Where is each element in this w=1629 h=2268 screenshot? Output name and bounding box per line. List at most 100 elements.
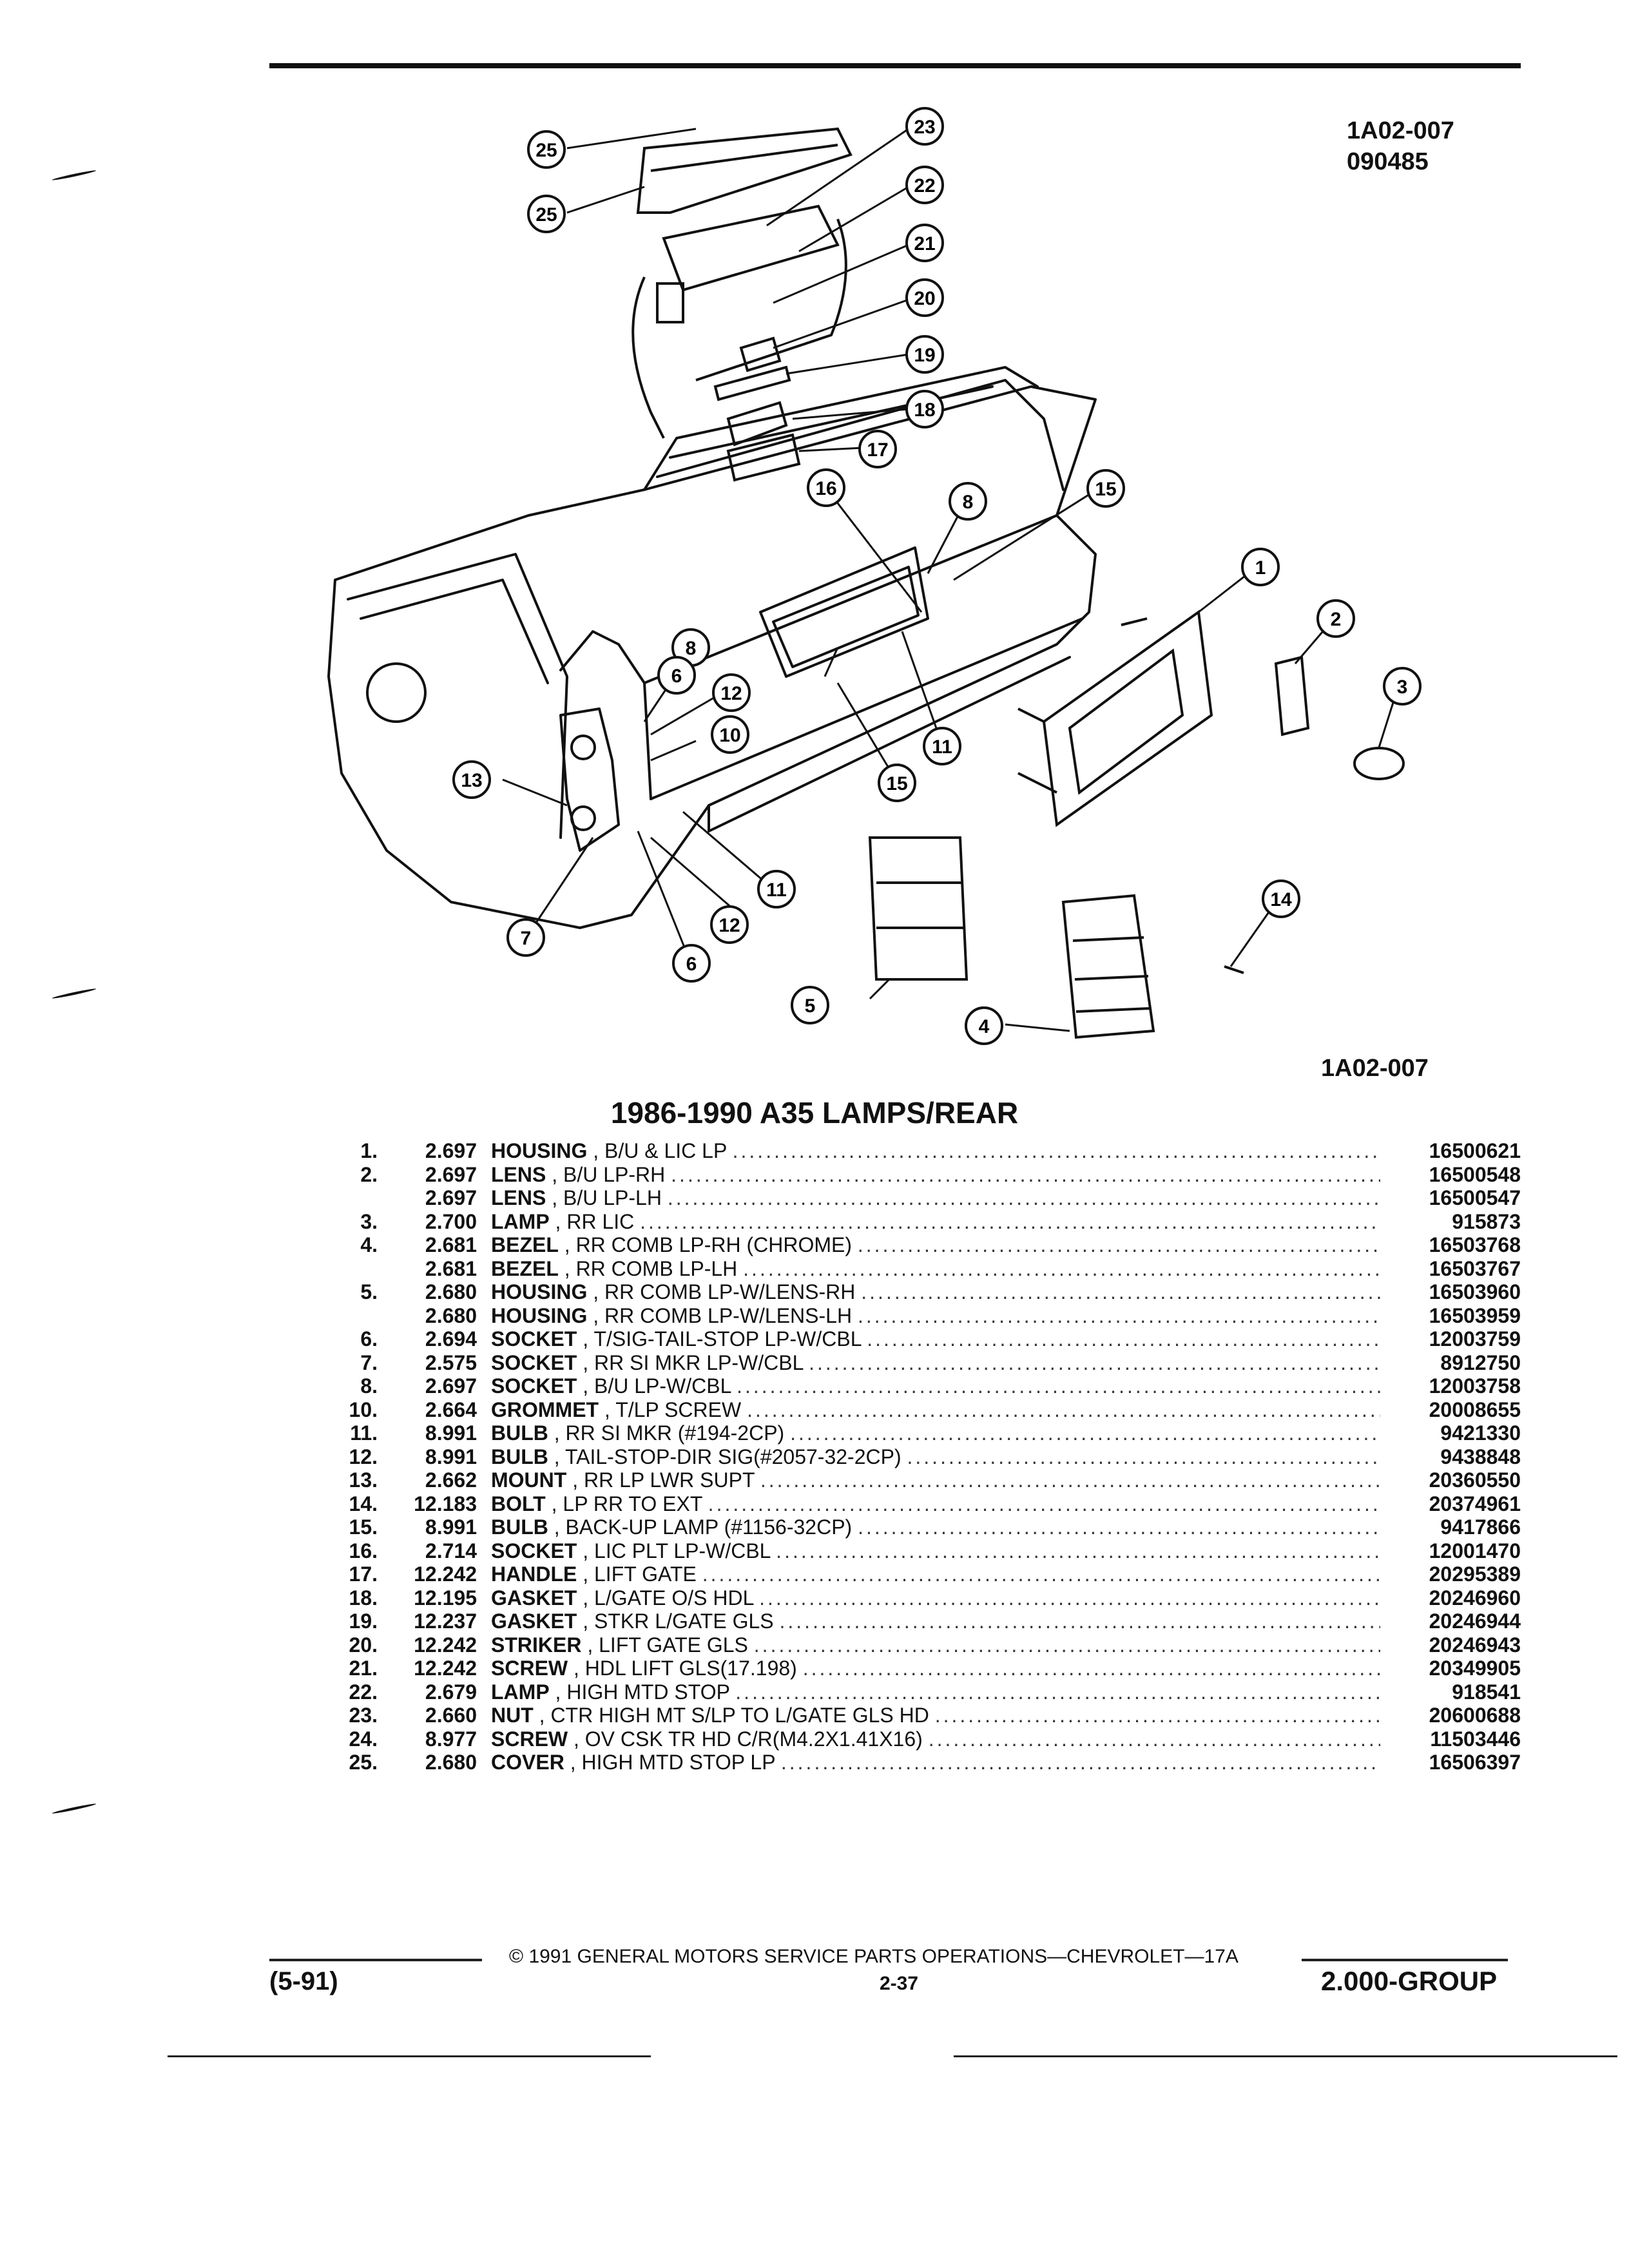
leader-dots: ........................................… xyxy=(735,1680,1380,1704)
group-number: 2.700 xyxy=(425,1209,477,1233)
part-ref-number: 11. xyxy=(350,1421,378,1445)
part-name: GASKET xyxy=(491,1610,577,1633)
part-description: HOUSING , RR COMB LP-W/LENS-RH .........… xyxy=(491,1280,1380,1304)
leader-dots: ........................................… xyxy=(640,1209,1380,1233)
top-rule xyxy=(269,63,1521,68)
vehicle-rear-outline xyxy=(327,366,1097,929)
part-ref-number: 16. xyxy=(349,1539,378,1562)
group-number: 2.664 xyxy=(425,1398,477,1421)
part-detail: , B/U LP-LH xyxy=(552,1186,662,1209)
group-number: 2.680 xyxy=(425,1751,477,1774)
exploded-parts-diagram: 25 25 23 22 21 20 19 18 17 16 8 15 1 2 3… xyxy=(327,107,1422,1045)
bottom-rule-right xyxy=(954,2055,1617,2057)
part-name: SCREW xyxy=(491,1727,568,1751)
group-number: 12.242 xyxy=(414,1633,477,1657)
part-number: 16506397 xyxy=(1429,1751,1521,1774)
part-name: BULB xyxy=(491,1515,548,1539)
part-ref-number: 4. xyxy=(360,1233,378,1256)
part-description: SCREW , OV CSK TR HD C/R(M4.2X1.41X16) .… xyxy=(491,1727,1380,1751)
group-number: 8.991 xyxy=(425,1421,477,1445)
svg-text:11: 11 xyxy=(932,736,952,758)
leader-dots: ........................................… xyxy=(760,1468,1380,1492)
part-number: 16503960 xyxy=(1429,1280,1521,1303)
part-detail: , RR COMB LP-LH xyxy=(564,1256,738,1280)
part-number: 16500547 xyxy=(1429,1186,1521,1209)
leader-dots: ........................................… xyxy=(780,1751,1380,1774)
svg-text:13: 13 xyxy=(461,770,482,791)
part-detail: , TAIL-STOP-DIR SIG(#2057-32-2CP) xyxy=(554,1445,901,1468)
part-number: 9417866 xyxy=(1440,1515,1521,1539)
part-ref-number: 8. xyxy=(360,1374,378,1398)
svg-text:12: 12 xyxy=(718,915,740,936)
part-number: 20374961 xyxy=(1429,1492,1521,1515)
part-ref-number: 14. xyxy=(349,1492,378,1515)
part-ref-number: 3. xyxy=(360,1209,378,1233)
part-description: LAMP , RR LIC ..........................… xyxy=(491,1210,1380,1234)
part-detail: , LP RR TO EXT xyxy=(551,1492,702,1515)
part-name: BOLT xyxy=(491,1492,546,1515)
group-number: 12.183 xyxy=(414,1492,477,1515)
svg-text:16: 16 xyxy=(815,478,836,499)
part-description: LENS , B/U LP-RH .......................… xyxy=(491,1163,1380,1187)
callout-8-upper: 8 xyxy=(949,482,987,521)
part-description: SOCKET , LIC PLT LP-W/CBL ..............… xyxy=(491,1539,1380,1563)
part-detail: , RR SI MKR (#194-2CP) xyxy=(554,1421,785,1445)
callout-15-lower: 15 xyxy=(878,764,916,802)
group-number: 2.679 xyxy=(425,1680,477,1704)
part-ref-number: 22. xyxy=(349,1680,378,1704)
leader-dots: ........................................… xyxy=(934,1704,1380,1727)
svg-text:8: 8 xyxy=(686,638,697,659)
part-number: 12003759 xyxy=(1429,1327,1521,1350)
part-name: GROMMET xyxy=(491,1398,599,1421)
bottom-rule-left xyxy=(168,2055,651,2057)
part-ref-number: 12. xyxy=(349,1445,378,1468)
svg-text:11: 11 xyxy=(766,879,787,901)
callout-11-right: 11 xyxy=(923,727,961,765)
group-number: 2.660 xyxy=(425,1704,477,1727)
part-number: 20008655 xyxy=(1429,1398,1521,1421)
leader-dots: ........................................… xyxy=(907,1445,1381,1468)
callout-25: 25 xyxy=(527,195,566,233)
callout-markers: 25 25 23 22 21 20 19 18 17 16 8 15 1 2 3… xyxy=(452,107,1422,1045)
part-ref-number: 18. xyxy=(349,1586,378,1610)
callout-12-lower: 12 xyxy=(710,905,749,944)
part-description: BULB , TAIL-STOP-DIR SIG(#2057-32-2CP) .… xyxy=(491,1445,1380,1469)
part-detail: , LIC PLT LP-W/CBL xyxy=(583,1539,771,1562)
part-description: BEZEL , RR COMB LP-RH (CHROME) .........… xyxy=(491,1233,1380,1257)
part-detail: , HIGH MTD STOP xyxy=(555,1680,730,1704)
gasket-handle xyxy=(726,401,788,447)
part-name: HOUSING xyxy=(491,1139,588,1162)
license-lamp xyxy=(1353,747,1405,780)
part-description: BULB , RR SI MKR (#194-2CP) ............… xyxy=(491,1421,1380,1445)
part-description: SOCKET , T/SIG-TAIL-STOP LP-W/CBL ......… xyxy=(491,1327,1380,1351)
part-description: SCREW , HDL LIFT GLS(17.198) ...........… xyxy=(491,1657,1380,1680)
group-number: 8.991 xyxy=(425,1445,477,1468)
leader-dots: ........................................… xyxy=(858,1515,1380,1539)
part-detail: , L/GATE O/S HDL xyxy=(583,1586,754,1610)
leader-dots: ........................................… xyxy=(857,1233,1380,1256)
part-description: BOLT , LP RR TO EXT ....................… xyxy=(491,1492,1380,1516)
svg-text:1: 1 xyxy=(1255,557,1266,579)
footer-rule-left xyxy=(269,1959,482,1961)
svg-text:20: 20 xyxy=(914,288,935,309)
callout-18: 18 xyxy=(905,390,944,428)
group-number: 12.237 xyxy=(414,1610,477,1633)
part-row: 12. 8.991 BULB , TAIL-STOP-DIR SIG(#2057-3… xyxy=(322,1445,1521,1469)
part-detail: , HDL LIFT GLS(17.198) xyxy=(574,1657,797,1680)
part-ref-number: 21. xyxy=(349,1657,378,1680)
page-number: 2-37 xyxy=(880,1973,919,1994)
leader-dots: ........................................… xyxy=(702,1562,1380,1586)
group-number: 2.697 xyxy=(425,1162,477,1186)
part-ref-number: 19. xyxy=(349,1610,378,1633)
part-description: GASKET , STKR L/GATE GLS ...............… xyxy=(491,1610,1380,1633)
part-name: HOUSING xyxy=(491,1303,588,1327)
group-number: 12.242 xyxy=(414,1562,477,1586)
part-name: LAMP xyxy=(491,1680,550,1704)
leader-dots: ........................................… xyxy=(779,1610,1381,1633)
callout-6-lower: 6 xyxy=(672,944,711,983)
